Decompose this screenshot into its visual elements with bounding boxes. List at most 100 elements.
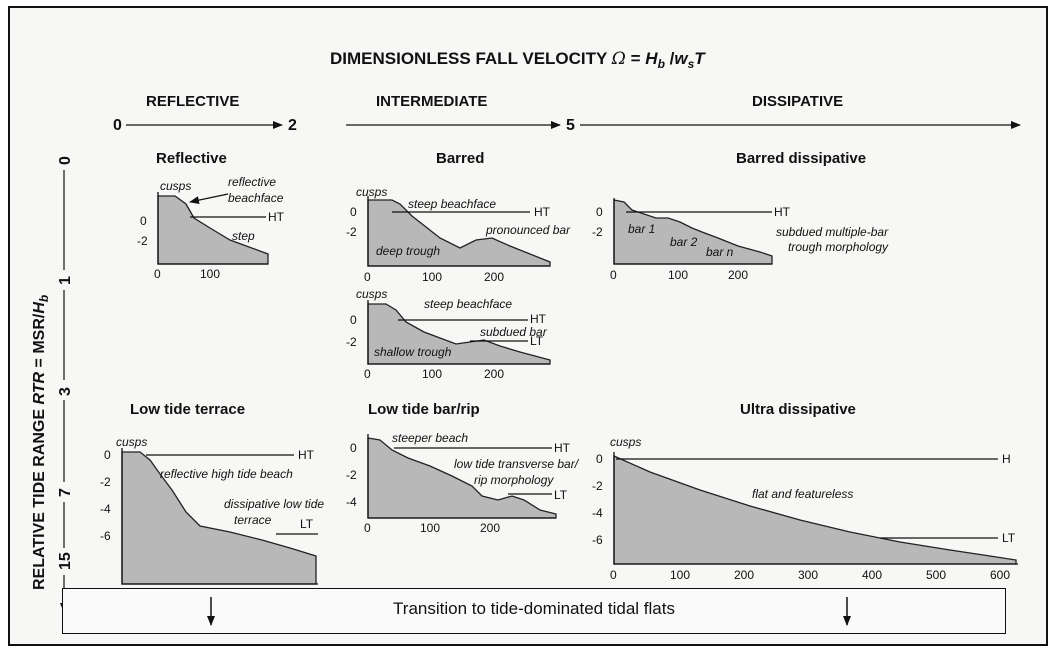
svg-text:H: H	[1002, 452, 1011, 466]
panel-barred: Barred HT 0 -2 0 100 200 cusps steep bea…	[346, 150, 571, 284]
svg-text:LT: LT	[300, 517, 314, 531]
panel-barred-shallow-trough: HT LT 0 -2 0 100 200 cusps steep beachfa…	[346, 287, 551, 381]
svg-text:0: 0	[610, 568, 617, 582]
svg-text:cusps: cusps	[356, 185, 387, 199]
svg-text:reflective: reflective	[228, 175, 276, 189]
tidal-flats-transition-label: Transition to tide-dominated tidal flats	[393, 599, 675, 618]
svg-text:0: 0	[596, 452, 603, 466]
svg-text:-4: -4	[592, 506, 603, 520]
svg-text:-2: -2	[592, 479, 603, 493]
omega-tick-2: 2	[288, 117, 297, 134]
svg-text:cusps: cusps	[116, 435, 147, 449]
figure-title: DIMENSIONLESS FALL VELOCITY Ω = Hb /wsT	[330, 49, 706, 71]
svg-text:steep beachface: steep beachface	[408, 197, 496, 211]
svg-text:0: 0	[350, 441, 357, 455]
svg-text:-4: -4	[100, 502, 111, 516]
category-reflective: REFLECTIVE	[146, 93, 239, 110]
svg-text:subdued multiple-bar: subdued multiple-bar	[776, 225, 889, 239]
svg-text:steep beachface: steep beachface	[424, 297, 512, 311]
svg-text:reflective high tide beach: reflective high tide beach	[160, 467, 293, 481]
svg-text:0: 0	[610, 268, 617, 282]
svg-text:0: 0	[364, 367, 371, 381]
svg-text:0: 0	[350, 205, 357, 219]
svg-text:cusps: cusps	[610, 435, 641, 449]
svg-text:HT: HT	[298, 448, 315, 462]
svg-text:0: 0	[364, 270, 371, 284]
svg-text:400: 400	[862, 568, 882, 582]
panel-title: Low tide bar/rip	[368, 401, 480, 418]
svg-text:200: 200	[734, 568, 754, 582]
svg-text:0: 0	[140, 214, 147, 228]
svg-text:-2: -2	[346, 225, 357, 239]
omega-tick-5: 5	[566, 117, 575, 134]
svg-text:HT: HT	[774, 205, 791, 219]
category-intermediate: INTERMEDIATE	[376, 93, 487, 110]
svg-text:-6: -6	[100, 529, 111, 543]
svg-text:steeper beach: steeper beach	[392, 431, 468, 445]
svg-text:-2: -2	[137, 234, 148, 248]
svg-text:cusps: cusps	[160, 179, 191, 193]
svg-text:terrace: terrace	[234, 513, 272, 527]
tidal-flats-transition-box: Transition to tide-dominated tidal flats	[62, 588, 1006, 634]
panel-low-tide-terrace: Low tide terrace HT LT 0 -2 -4 -6 0 100 …	[100, 401, 324, 602]
svg-text:100: 100	[422, 367, 442, 381]
svg-text:200: 200	[484, 270, 504, 284]
svg-text:subdued bar: subdued bar	[480, 325, 548, 339]
svg-text:-4: -4	[346, 495, 357, 509]
panel-barred-dissipative: Barred dissipative HT 0 -2 0 100 200 bar…	[592, 150, 889, 282]
svg-text:-2: -2	[100, 475, 111, 489]
svg-text:pronounced bar: pronounced bar	[485, 223, 571, 237]
svg-text:cusps: cusps	[356, 287, 387, 301]
svg-text:100: 100	[420, 521, 440, 535]
svg-text:beachface: beachface	[228, 191, 284, 205]
rtr-tick-7: 7	[57, 488, 74, 497]
svg-text:0: 0	[350, 313, 357, 327]
svg-text:rip morphology: rip morphology	[474, 473, 554, 487]
svg-text:HT: HT	[534, 205, 551, 219]
panel-reflective: Reflective HT 0 -2 0 100 cusps reflectiv…	[137, 150, 285, 281]
svg-text:HT: HT	[530, 312, 547, 326]
svg-text:300: 300	[798, 568, 818, 582]
panel-title: Ultra dissipative	[740, 401, 856, 418]
svg-text:100: 100	[668, 268, 688, 282]
rtr-tick-0: 0	[57, 156, 74, 165]
panel-ultra-dissipative: Ultra dissipative H LT 0 -2 -4 -6 0 100 …	[592, 401, 1018, 582]
svg-text:dissipative low tide: dissipative low tide	[224, 497, 324, 511]
svg-text:0: 0	[104, 448, 111, 462]
svg-text:-2: -2	[346, 468, 357, 482]
svg-text:HT: HT	[554, 441, 571, 455]
svg-text:200: 200	[480, 521, 500, 535]
svg-text:200: 200	[728, 268, 748, 282]
svg-text:LT: LT	[1002, 531, 1016, 545]
svg-text:500: 500	[926, 568, 946, 582]
svg-text:shallow trough: shallow trough	[374, 345, 452, 359]
svg-text:100: 100	[670, 568, 690, 582]
svg-text:0: 0	[154, 267, 161, 281]
panel-title: Barred	[436, 150, 484, 167]
panel-low-tide-bar-rip: Low tide bar/rip HT LT 0 -2 -4 0 100 200…	[346, 401, 580, 535]
svg-text:bar 1: bar 1	[628, 222, 655, 236]
svg-text:low tide transverse bar/: low tide transverse bar/	[454, 457, 580, 471]
rtr-tick-1: 1	[57, 276, 74, 285]
svg-text:LT: LT	[530, 334, 544, 348]
svg-text:LT: LT	[554, 488, 568, 502]
rtr-axis: 0 1 3 7 15	[57, 156, 74, 613]
svg-text:0: 0	[364, 521, 371, 535]
transition-arrows	[207, 597, 851, 626]
svg-text:bar n: bar n	[706, 245, 734, 259]
rtr-tick-3: 3	[57, 387, 74, 396]
svg-text:-2: -2	[346, 335, 357, 349]
svg-text:deep trough: deep trough	[376, 244, 440, 258]
svg-text:-6: -6	[592, 533, 603, 547]
svg-text:200: 200	[484, 367, 504, 381]
svg-text:trough morphology: trough morphology	[788, 240, 889, 254]
svg-text:-2: -2	[592, 225, 603, 239]
omega-tick-0: 0	[113, 117, 122, 134]
svg-text:flat and featureless: flat and featureless	[752, 487, 853, 501]
category-dissipative: DISSIPATIVE	[752, 93, 843, 110]
rtr-axis-label: RELATIVE TIDE RANGE RTR = MSR/Hb	[31, 295, 51, 590]
svg-text:0: 0	[596, 205, 603, 219]
svg-text:HT: HT	[268, 210, 285, 224]
panel-title: Barred dissipative	[736, 150, 866, 167]
